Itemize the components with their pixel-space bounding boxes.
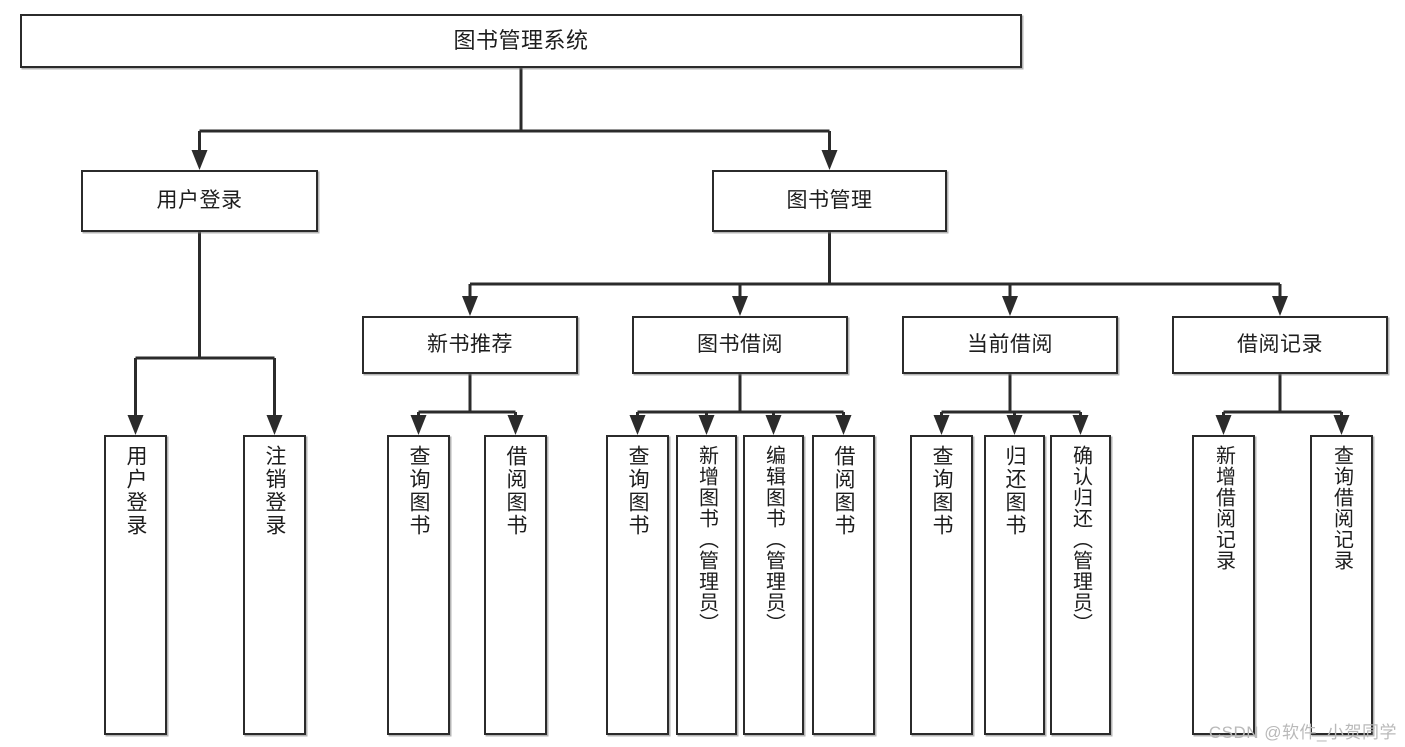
node-book-manage[interactable]: 图书管理	[712, 170, 947, 232]
node-label: 确认归还（管理员）	[1069, 445, 1092, 634]
node-leaf-query-2[interactable]: 查询图书	[606, 435, 669, 735]
node-label: 图书管理系统	[453, 28, 589, 54]
node-label: 查询图书	[930, 445, 954, 537]
csdn-watermark: CSDN @软件_小贺同学	[1208, 723, 1397, 742]
node-book-borrow[interactable]: 图书借阅	[632, 316, 848, 374]
node-leaf-query-3[interactable]: 查询图书	[910, 435, 973, 735]
node-leaf-confirm[interactable]: 确认归还（管理员）	[1050, 435, 1111, 735]
node-label: 借阅图书	[504, 445, 528, 537]
node-leaf-add-record[interactable]: 新增借阅记录	[1192, 435, 1255, 735]
node-borrow-record[interactable]: 借阅记录	[1172, 316, 1388, 374]
node-leaf-borrow-1[interactable]: 借阅图书	[484, 435, 547, 735]
node-current-borrow[interactable]: 当前借阅	[902, 316, 1118, 374]
node-leaf-borrow-2[interactable]: 借阅图书	[812, 435, 875, 735]
node-label: 归还图书	[1003, 445, 1027, 537]
node-label: 查询图书	[407, 445, 431, 537]
node-label: 新书推荐	[427, 332, 513, 356]
node-label: 新增借阅记录	[1212, 445, 1235, 571]
node-leaf-query-1[interactable]: 查询图书	[387, 435, 450, 735]
node-label: 图书借阅	[697, 332, 783, 356]
node-leaf-logout[interactable]: 注销登录	[243, 435, 306, 735]
node-label: 借阅图书	[832, 445, 856, 537]
node-user-login[interactable]: 用户登录	[81, 170, 318, 232]
node-leaf-qry-record[interactable]: 查询借阅记录	[1310, 435, 1373, 735]
node-label: 新增图书（管理员）	[695, 445, 718, 634]
node-label: 图书管理	[786, 188, 873, 212]
node-label: 借阅记录	[1237, 332, 1323, 356]
node-label: 当前借阅	[967, 332, 1053, 356]
node-label: 用户登录	[124, 445, 148, 537]
node-leaf-user-login[interactable]: 用户登录	[104, 435, 167, 735]
node-label: 用户登录	[156, 188, 243, 212]
node-new-book-rec[interactable]: 新书推荐	[362, 316, 578, 374]
node-leaf-return[interactable]: 归还图书	[984, 435, 1045, 735]
node-leaf-edit-book[interactable]: 编辑图书（管理员）	[743, 435, 804, 735]
node-label: 查询借阅记录	[1330, 445, 1353, 571]
node-label: 编辑图书（管理员）	[762, 445, 785, 634]
node-label: 注销登录	[263, 445, 287, 537]
node-label: 查询图书	[626, 445, 650, 537]
node-root[interactable]: 图书管理系统	[20, 14, 1022, 68]
node-leaf-add-book[interactable]: 新增图书（管理员）	[676, 435, 737, 735]
